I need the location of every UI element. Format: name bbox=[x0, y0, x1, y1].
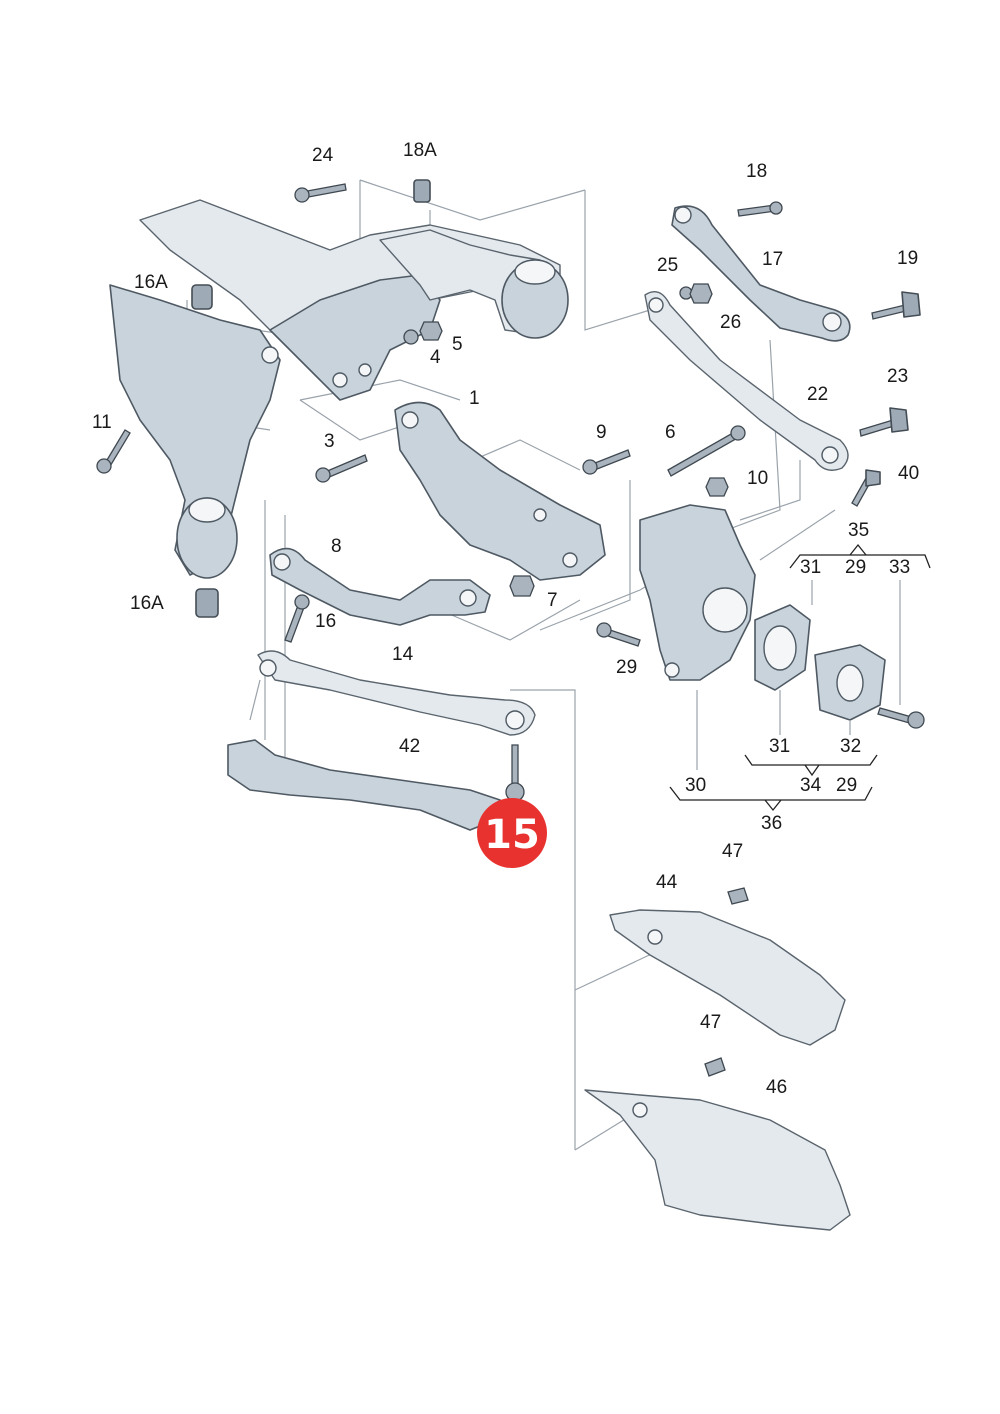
label-33: 33 bbox=[889, 557, 910, 578]
link-22 bbox=[644, 291, 849, 471]
washer-4 bbox=[403, 329, 419, 345]
label-6: 6 bbox=[665, 422, 676, 443]
bushing-16A-bottom bbox=[195, 588, 219, 618]
cover-46 bbox=[584, 1089, 851, 1231]
bracket-35 bbox=[789, 554, 931, 569]
label-46: 46 bbox=[766, 1077, 787, 1098]
label-16A-top: 16A bbox=[134, 272, 168, 293]
cover-44 bbox=[609, 909, 846, 1046]
label-7: 7 bbox=[547, 590, 558, 611]
rear-subframe bbox=[109, 199, 569, 579]
label-35: 35 bbox=[848, 520, 869, 541]
control-arms bbox=[227, 205, 851, 831]
label-9: 9 bbox=[596, 422, 607, 443]
nut-7 bbox=[509, 575, 535, 597]
label-14: 14 bbox=[392, 644, 414, 665]
arm-42 bbox=[227, 739, 501, 831]
label-18A: 18A bbox=[403, 140, 437, 161]
label-47-bottom: 47 bbox=[700, 1012, 721, 1033]
badge-circle bbox=[477, 798, 547, 868]
bolt-23 bbox=[859, 419, 895, 437]
badge-label: 15 bbox=[484, 812, 540, 858]
group-brackets bbox=[669, 543, 931, 812]
label-5: 5 bbox=[452, 334, 463, 355]
label-18: 18 bbox=[746, 161, 767, 182]
nut-5 bbox=[419, 321, 443, 341]
bolt-6 bbox=[667, 429, 742, 477]
wheel-carrier-30 bbox=[639, 504, 756, 681]
label-29-top: 29 bbox=[845, 557, 866, 578]
label-44: 44 bbox=[656, 872, 678, 893]
bracket-36 bbox=[669, 786, 873, 801]
nut-26 bbox=[689, 283, 713, 304]
label-29-mid: 29 bbox=[616, 657, 637, 678]
callout-labels: 24 18A 18 16A 25 17 19 26 5 4 1 22 23 11… bbox=[92, 140, 919, 1098]
label-10: 10 bbox=[747, 468, 768, 489]
underbody-covers bbox=[584, 909, 851, 1231]
nut-10 bbox=[705, 477, 729, 497]
nut-18A bbox=[413, 179, 431, 203]
label-29-bottom: 29 bbox=[836, 775, 857, 796]
link-14 bbox=[257, 650, 536, 736]
label-4: 4 bbox=[430, 347, 441, 368]
label-8: 8 bbox=[331, 536, 342, 557]
label-16A-bottom: 16A bbox=[130, 593, 164, 614]
bushing-16A-top bbox=[191, 284, 213, 310]
label-11: 11 bbox=[92, 412, 112, 433]
label-1: 1 bbox=[469, 388, 480, 409]
bolt-19 bbox=[871, 304, 907, 320]
label-47-top: 47 bbox=[722, 841, 743, 862]
label-16: 16 bbox=[315, 611, 336, 632]
label-26: 26 bbox=[720, 312, 741, 333]
upper-arm-17 bbox=[671, 205, 851, 342]
bolt-3 bbox=[324, 454, 368, 479]
label-25: 25 bbox=[657, 255, 678, 276]
label-36: 36 bbox=[761, 813, 782, 834]
label-32: 32 bbox=[840, 736, 861, 757]
label-23: 23 bbox=[887, 366, 908, 387]
label-31-top: 31 bbox=[800, 557, 821, 578]
label-30: 30 bbox=[685, 775, 706, 796]
highlight-badge-15: 15 bbox=[477, 798, 547, 868]
bracket-34 bbox=[744, 754, 878, 766]
label-24: 24 bbox=[312, 145, 334, 166]
label-3: 3 bbox=[324, 431, 335, 452]
arm-8 bbox=[269, 547, 491, 626]
label-19: 19 bbox=[897, 248, 918, 269]
wheel-hub-assembly bbox=[639, 504, 886, 721]
wishbone-1 bbox=[394, 401, 606, 581]
label-42: 42 bbox=[399, 736, 420, 757]
label-17: 17 bbox=[762, 249, 783, 270]
label-40: 40 bbox=[898, 463, 919, 484]
clip-47-bottom bbox=[704, 1057, 726, 1077]
label-22: 22 bbox=[807, 384, 828, 405]
label-31-bottom: 31 bbox=[769, 736, 790, 757]
label-34: 34 bbox=[800, 775, 822, 796]
clip-47-top bbox=[727, 887, 749, 905]
fasteners bbox=[96, 179, 925, 1077]
